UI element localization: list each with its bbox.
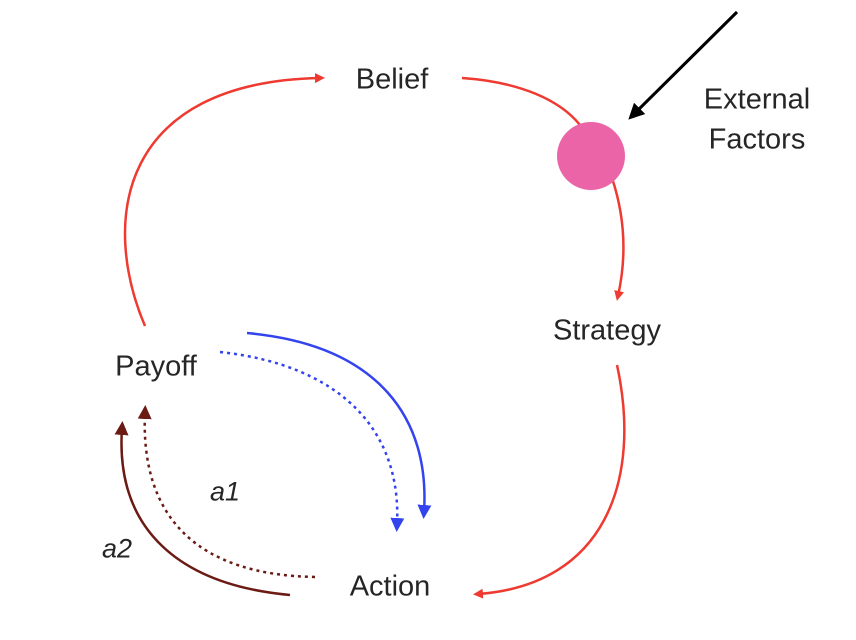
external-factors-arrow — [628, 10, 739, 120]
edge-action-to-payoff-a2 — [114, 421, 291, 597]
edge-label-a2: a2 — [101, 533, 133, 564]
edge-belief-to-strategy-b — [610, 177, 625, 301]
external-factors-line1: External — [703, 83, 811, 116]
edge-strategy-to-action — [473, 364, 626, 599]
intervention-node — [557, 122, 625, 190]
external-factors-line2: Factors — [708, 123, 806, 156]
edge-payoff-to-action-dotted — [219, 350, 405, 532]
edge-belief-to-strategy-a — [461, 76, 581, 126]
edge-payoff-to-action-solid — [246, 331, 432, 519]
edge-payoff-to-belief — [123, 73, 325, 327]
node-action: Action — [349, 570, 431, 603]
node-belief: Belief — [355, 63, 429, 96]
node-strategy: Strategy — [553, 314, 661, 347]
node-payoff: Payoff — [115, 350, 197, 383]
edge-label-a1: a1 — [209, 476, 241, 507]
edge-action-to-payoff-a1 — [137, 405, 316, 579]
